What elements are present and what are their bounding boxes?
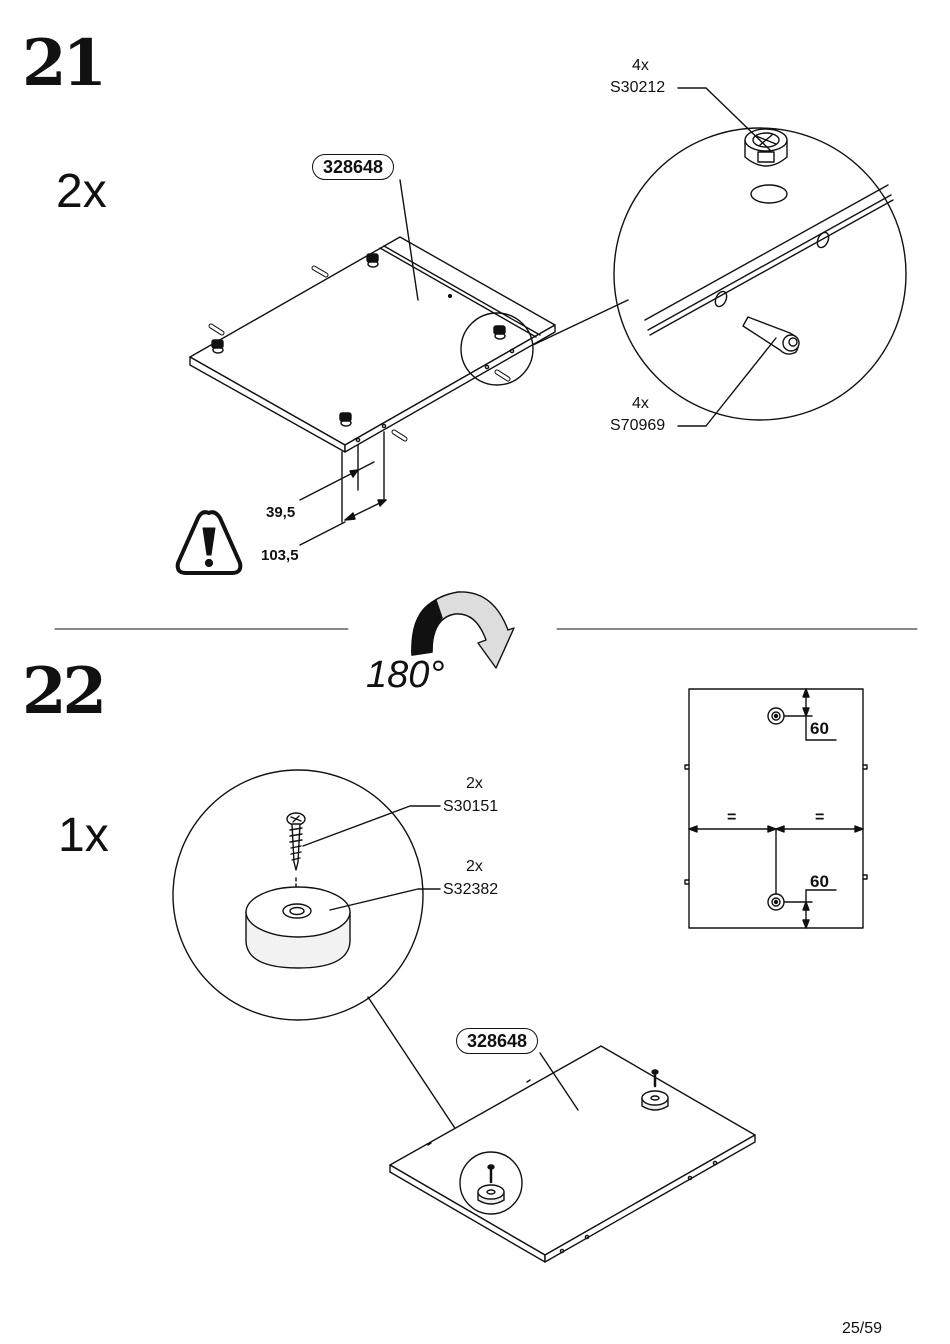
cam-lock-code: S30212 [610,79,666,96]
detail-view-step22 [172,769,479,1164]
step21-quantity: 2x [56,165,107,218]
foot-code: S32382 [443,881,499,898]
furniture-foot-icon [245,886,351,969]
dimension-60-bottom: 60 [810,872,829,891]
screw-icon [286,812,306,891]
foot-quantity: 2x [466,858,483,875]
dowel-quantity: 4x [632,395,649,412]
dimension-103-5: 103,5 [261,547,299,564]
dimension-60-top: 60 [810,719,829,738]
panel-328648-step22 [389,1045,756,1263]
dowel-icon [208,323,225,336]
cam-lock-icon [744,128,788,167]
rotation-label: 180° [366,654,445,696]
dowel-icon [311,265,329,278]
step-number-22: 22 [22,654,107,729]
furniture-foot-icon [477,1164,505,1205]
dowel-icon [494,369,511,382]
dimension-39-5: 39,5 [266,504,296,521]
equal-mark-right: = [815,809,825,826]
cam-lock-quantity: 4x [632,57,649,74]
equal-mark-left: = [727,809,737,826]
cam-lock-icon [493,325,506,340]
detail-view-step21 [613,87,907,427]
dowel-code: S70969 [610,417,666,434]
screw-code: S30151 [443,798,499,815]
part-code-badge-step22: 328648 [456,1028,539,1054]
screw-quantity: 2x [466,775,483,792]
part-code-badge-step21: 328648 [312,154,395,180]
step-number-21: 21 [22,26,107,101]
cam-lock-icon [339,412,352,427]
page-number: 25/59 [841,1320,882,1337]
top-view-diagram [684,688,868,929]
rotate-arrow-icon [411,591,515,669]
warning-triangle-icon [175,510,243,575]
furniture-foot-icon [641,1069,669,1111]
panel-328648-step21 [189,179,629,546]
cam-lock-icon [366,253,379,268]
step22-quantity: 1x [58,809,109,862]
dowel-icon [742,316,800,355]
dowel-icon [391,429,408,442]
cam-lock-icon [211,339,224,354]
